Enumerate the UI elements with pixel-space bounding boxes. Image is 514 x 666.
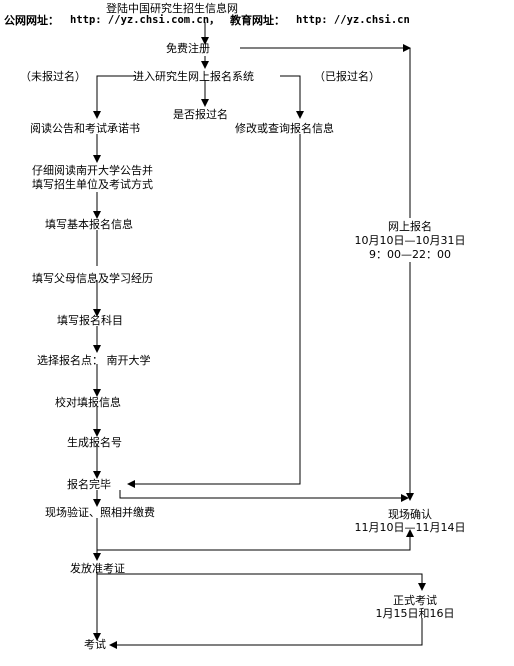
step-basic-info: 填写基本报名信息 <box>45 218 133 231</box>
step-read-notice: 阅读公告和考试承诺书 <box>30 122 140 135</box>
edu-url-label: 教育网址： <box>230 14 285 27</box>
note-exam-title: 正式考试 <box>393 594 437 607</box>
step-generate-number: 生成报名号 <box>67 436 122 449</box>
branch-label-not-registered: （未报过名） <box>20 70 86 83</box>
connector-done-to-confirm <box>119 490 409 502</box>
step-read-nankai-line1: 仔细阅读南开大学公告并 <box>32 164 153 177</box>
connector-ticket-to-exam-note <box>97 573 426 591</box>
step-register: 免费注册 <box>166 42 210 55</box>
note-confirm-dates: 11月10日—11月14日 <box>354 521 466 534</box>
step-subjects: 填写报名科目 <box>57 314 123 327</box>
note-confirm-title: 现场确认 <box>388 508 432 521</box>
public-url[interactable]: http: //yz.chsi.com.cn， <box>70 14 220 26</box>
step-parents-info: 填写父母信息及学习经历 <box>32 272 153 285</box>
note-online-time: 9：00—22：00 <box>369 248 451 261</box>
branch-not-registered <box>93 75 135 119</box>
note-online-title: 网上报名 <box>388 220 432 233</box>
step-read-nankai-line2: 填写招生单位及考试方式 <box>32 178 153 191</box>
step-modify-query: 修改或查询报名信息 <box>235 122 334 135</box>
step-exam: 考试 <box>84 638 106 651</box>
connector-onsite-to-confirm <box>97 529 414 551</box>
step-enter-system: 进入研究生网上报名系统 <box>133 70 254 83</box>
connector-exam-note-to-exam <box>109 618 423 649</box>
edu-url[interactable]: http: //yz.chsi.cn <box>296 14 410 26</box>
public-url-label: 公网网址： <box>4 14 59 27</box>
connector-modify-to-done <box>127 134 301 488</box>
step-onsite: 现场验证、照相并缴费 <box>45 506 155 519</box>
branch-label-registered: （已报过名） <box>314 70 380 83</box>
step-verify: 校对填报信息 <box>55 396 121 409</box>
step-admission-ticket: 发放准考证 <box>70 562 125 575</box>
note-online-dates: 10月10日—10月31日 <box>354 234 466 247</box>
branch-registered <box>280 75 304 119</box>
step-exam-site: 选择报名点： 南开大学 <box>37 354 151 367</box>
step-done: 报名完毕 <box>67 478 111 491</box>
header-title: 登陆中国研究生招生信息网 <box>106 2 238 15</box>
step-registered-question: 是否报过名 <box>173 108 228 121</box>
note-exam-dates: 1月15日和16日 <box>375 607 455 620</box>
